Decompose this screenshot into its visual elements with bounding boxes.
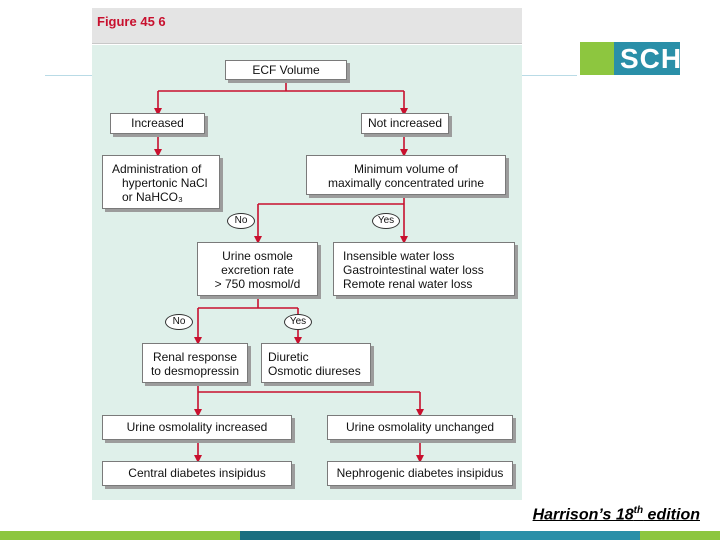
box-central-di: Central diabetes insipidus — [102, 461, 292, 486]
box-minimum-volume-line-1: Minimum volume of — [353, 162, 459, 176]
box-minimum-volume: Minimum volume of maximally concentrated… — [306, 155, 506, 195]
box-renal-response-line-2: to desmopressin — [150, 364, 240, 378]
box-urine-osmole: Urine osmole excretion rate > 750 mosmol… — [197, 242, 318, 296]
box-administration-line-1: Administration of — [112, 162, 202, 176]
pill-no-1: No — [227, 213, 255, 229]
box-urine-unchanged: Urine osmolality unchanged — [327, 415, 513, 440]
figure-header: Figure 45 6 — [92, 8, 522, 44]
box-ecf-volume-label: ECF Volume — [252, 63, 320, 77]
footer-bar-segment-4 — [640, 531, 720, 540]
box-renal-response-line-1: Renal response — [152, 350, 238, 364]
logo-teal-block — [614, 42, 680, 75]
source-credit-sup: th — [633, 505, 644, 516]
box-increased: Increased — [110, 113, 205, 134]
header-rule-left — [45, 75, 92, 76]
box-urine-increased: Urine osmolality increased — [102, 415, 292, 440]
box-renal-response: Renal response to desmopressin — [142, 343, 248, 383]
box-water-loss-line-2: Gastrointestinal water loss — [343, 263, 484, 277]
footer-bar-segment-1 — [0, 531, 240, 540]
box-water-loss-line-3: Remote renal water loss — [343, 277, 473, 291]
box-water-loss: Insensible water loss Gastrointestinal w… — [333, 242, 515, 296]
pill-yes-2: Yes — [284, 314, 312, 330]
box-administration-line-3: or NaHCO₃ — [122, 190, 183, 204]
box-water-loss-line-1: Insensible water loss — [343, 249, 455, 263]
figure-title: Figure 45 6 — [97, 14, 166, 29]
box-diuretic-line-1: Diuretic — [268, 350, 309, 364]
box-ecf-volume: ECF Volume — [225, 60, 347, 80]
header-rule-right — [522, 75, 577, 76]
box-urine-osmole-line-2: excretion rate — [221, 263, 294, 277]
box-urine-unchanged-label: Urine osmolality unchanged — [345, 420, 495, 434]
box-urine-osmole-line-1: Urine osmole — [222, 249, 293, 263]
box-urine-osmole-line-3: > 750 mosmol/d — [214, 277, 301, 291]
box-increased-label: Increased — [131, 116, 184, 130]
logo-green-block — [580, 42, 614, 75]
pill-yes-1: Yes — [372, 213, 400, 229]
box-diuretic: Diuretic Osmotic diureses — [261, 343, 371, 383]
footer-bar-segment-3 — [480, 531, 640, 540]
box-diuretic-line-2: Osmotic diureses — [268, 364, 361, 378]
source-credit: Harrison’s 18th edition — [533, 505, 700, 524]
box-minimum-volume-line-2: maximally concentrated urine — [327, 176, 485, 190]
footer-bar-segment-2 — [240, 531, 480, 540]
box-nephrogenic-di-label: Nephrogenic diabetes insipidus — [336, 466, 504, 480]
box-administration-line-2: hypertonic NaCl — [122, 176, 208, 190]
box-urine-increased-label: Urine osmolality increased — [126, 420, 268, 434]
box-not-increased: Not increased — [361, 113, 449, 134]
logo-text: SCH — [620, 43, 683, 74]
source-credit-prefix: Harrison’s 18 — [532, 506, 634, 524]
box-nephrogenic-di: Nephrogenic diabetes insipidus — [327, 461, 513, 486]
pill-no-2: No — [165, 314, 193, 330]
box-central-di-label: Central diabetes insipidus — [128, 466, 266, 480]
source-credit-suffix: edition — [643, 506, 700, 524]
box-administration: Administration of hypertonic NaCl or NaH… — [102, 155, 220, 209]
box-not-increased-label: Not increased — [367, 116, 443, 130]
